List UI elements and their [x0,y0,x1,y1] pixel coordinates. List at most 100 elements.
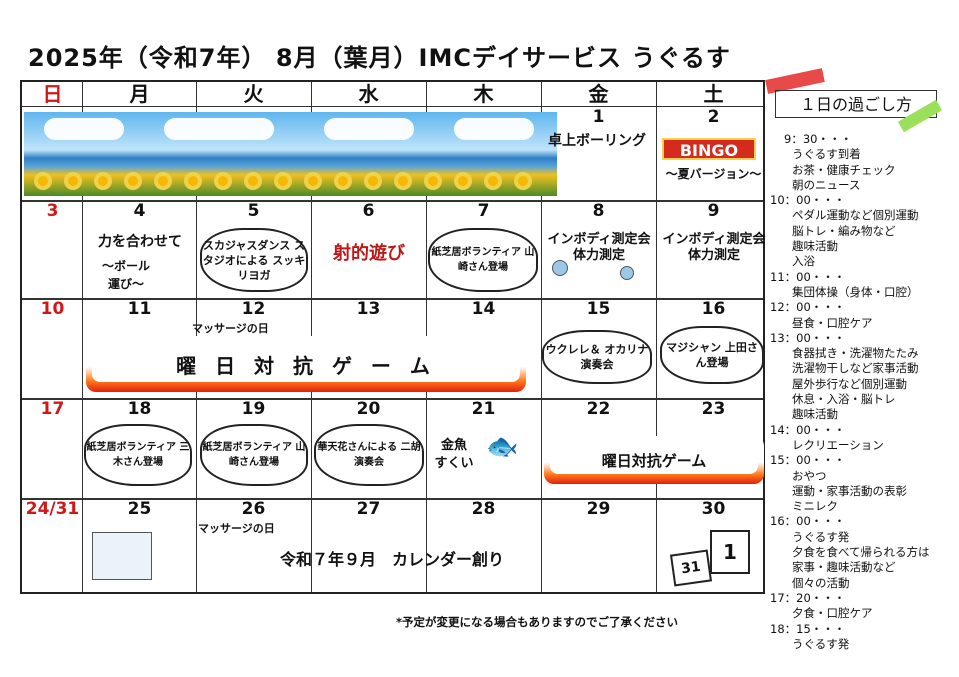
event-ukulele: ウクレレ＆ オカリナ演奏会 [542,330,652,384]
event-erhu-concert-text: 華天花さんによる 二胡演奏会 [317,442,421,468]
weekday-wed: 水 [358,82,379,106]
date-5: 5 [247,201,260,221]
schedule-item: 運動・家事活動の表彰 [792,483,907,498]
grid-line [22,498,763,500]
team-game-banner-text: 曜 日 対 抗 ゲ ー ム [92,346,520,382]
page-title: 2025年（令和7年） 8月（葉月）IMCデイサービス うぐるす [28,44,731,72]
date-25: 25 [127,499,152,519]
schedule-item: 食器拭き・洗濯物たたみ [792,346,919,361]
schedule-time: 18：15・・・ [770,621,846,636]
daily-schedule: 9：30・・・ うぐるす到着 お茶・健康チェック 朝のニュース 10：00・・・… [770,132,956,652]
weekday-fri: 金 [588,82,609,106]
calendar-making-banner: 令和７年９月 カレンダー創り [279,550,504,569]
date-3: 3 [46,201,59,221]
date-13: 13 [356,299,381,319]
sunflower-sea-illustration [24,112,557,196]
person-icon [552,260,568,276]
grid-line [22,106,763,107]
grid-line [656,82,657,592]
schedule-item: 夕食・口腔ケア [792,606,873,621]
team-game-banner: 曜 日 対 抗 ゲ ー ム [86,336,526,392]
schedule-item: 集団体操（身体・口腔） [792,284,919,299]
schedule-time: 10：00・・・ [770,193,846,208]
grid-line [22,298,763,300]
date-2: 2 [707,107,720,127]
goldfish-icon: 🐟 [486,432,519,462]
event-yoga: スカジャスダンス スタジオによる スッキリヨガ [200,228,308,292]
schedule-item: 個々の活動 [792,575,850,590]
date-20: 20 [356,399,381,419]
event-kamishibai-yamazaki-2-text: 紙芝居ボランティア 山崎さん登場 [202,442,306,468]
footnote: *予定が変更になる場合もありますのでご了承ください [396,615,679,629]
weekday-sat: 土 [703,82,724,106]
team-game-banner-2: 曜日対抗ゲーム [544,436,764,484]
date-28: 28 [471,499,496,519]
event-goldfish-line2: すくい [434,456,474,471]
massage-day-note-2: マッサージの日 [198,522,275,535]
massage-day-note: マッサージの日 [192,322,269,335]
event-kamishibai-miki-text: 紙芝居ボランティア 三木さん登場 [86,442,190,468]
schedule-item: お茶・健康チェック [792,162,896,177]
schedule-time: 14：00・・・ [770,422,846,437]
schedule-item: うぐるす発 [792,529,850,544]
schedule-item: ミニレク [792,499,838,514]
event-inbody-sat: インボディ測定会 体力測定 [662,232,766,263]
date-4: 4 [133,201,146,221]
schedule-time: 16：00・・・ [770,514,846,529]
schedule-item: 脳トレ・編み物など [792,223,896,238]
date-10: 10 [40,299,65,319]
date-7: 7 [477,201,490,221]
date-26: 26 [241,499,266,519]
event-kamishibai-miki: 紙芝居ボランティア 三木さん登場 [84,424,192,486]
schedule-item: 休息・入浴・脳トレ [792,392,896,407]
date-9: 9 [707,201,720,221]
event-kamishibai-yamazaki-text: 紙芝居ボランティア 山崎さん登場 [431,247,535,273]
event-magician-text: マジシャン 上田さん登場 [666,341,758,369]
weekday-tue: 火 [243,82,264,106]
event-ball-relay-line2: 〜ボール [101,259,150,273]
weekday-sun: 日 [42,82,63,106]
schedule-item: 洗濯物干しなど家事活動 [792,361,919,376]
schedule-time: 15：00・・・ [770,453,846,468]
date-12: 12 [241,299,266,319]
calendar-photo-icon [92,532,152,580]
event-inbody-fri: インボディ測定会 体力測定 [547,232,651,263]
event-bowling: 卓上ボーリング [548,133,646,149]
schedule-item: 朝のニュース [792,177,861,192]
date-22: 22 [586,399,611,419]
date-18: 18 [127,399,152,419]
schedule-time: 11：00・・・ [770,269,846,284]
date-17: 17 [40,399,65,419]
calendar-page-icon-1: 1 [710,530,750,574]
event-goldfish-line1: 金魚 [440,438,467,453]
date-8: 8 [592,201,605,221]
schedule-time: 17：20・・・ [770,590,846,605]
schedule-item: 趣味活動 [792,239,838,254]
calendar-page-icon-31: 31 [669,549,713,587]
schedule-item: レクリエーション [792,437,884,452]
date-21: 21 [471,399,496,419]
schedule-item: 家事・趣味活動など [792,560,896,575]
bingo-logo: BINGO [662,138,756,160]
event-yoga-text: スカジャスダンス スタジオによる スッキリヨガ [202,238,306,282]
event-erhu-concert: 華天花さんによる 二胡演奏会 [314,424,424,486]
event-kamishibai-yamazaki: 紙芝居ボランティア 山崎さん登場 [428,228,538,292]
schedule-item: ペダル運動など個別運動 [792,208,919,223]
calendar-grid: 日 月 火 水 木 金 土 1 2 卓上ボーリング BINGO 〜夏バージョン〜… [20,80,766,594]
date-23: 23 [701,399,726,419]
schedule-item: 屋外歩行など個別運動 [792,376,907,391]
schedule-time: 9：30・・・ [784,132,852,146]
team-game-banner-2-text: 曜日対抗ゲーム [550,446,758,474]
date-11: 11 [127,299,152,319]
event-ukulele-text: ウクレレ＆ オカリナ演奏会 [545,343,649,371]
date-27: 27 [356,499,381,519]
date-30: 30 [701,499,726,519]
schedule-item: うぐるす到着 [792,147,861,162]
date-15: 15 [586,299,611,319]
date-6: 6 [362,201,375,221]
schedule-item: おやつ [792,468,827,483]
date-1: 1 [592,107,605,127]
schedule-item: 昼食・口腔ケア [792,315,873,330]
event-kamishibai-yamazaki-2: 紙芝居ボランティア 山崎さん登場 [200,424,308,486]
event-magician: マジシャン 上田さん登場 [660,326,764,384]
